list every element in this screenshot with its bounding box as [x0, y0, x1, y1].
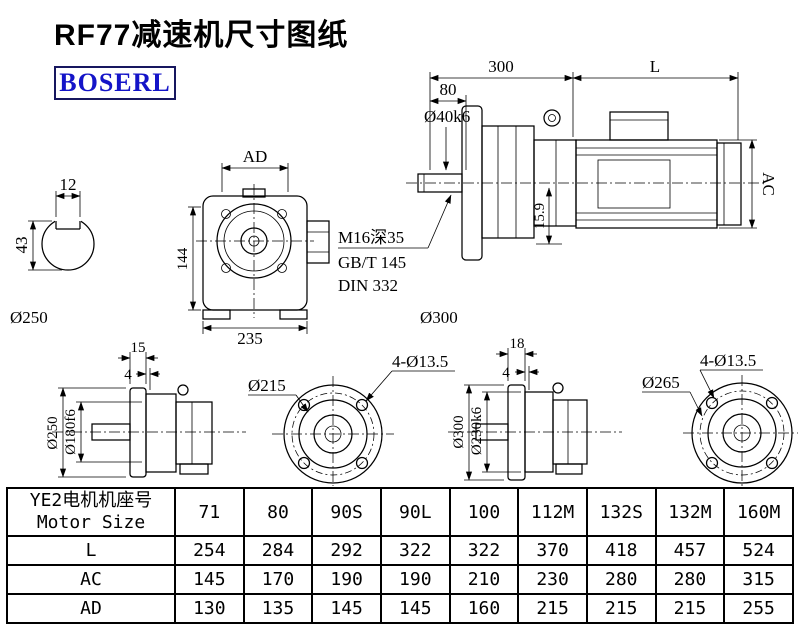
frame-col-header: 90L [379, 487, 451, 537]
cell: 145 [174, 564, 245, 595]
cell: 215 [517, 593, 588, 624]
dim-flange-od-300: Ø300 [451, 415, 467, 448]
cell: 160 [448, 593, 520, 624]
dim-144: 144 [175, 247, 191, 270]
frame-col-header: 112M [517, 487, 588, 537]
dim-flange-4: 4 [124, 367, 132, 383]
dim-holes-13-5-right: 4-Ø13.5 [700, 351, 756, 370]
cell: 215 [585, 593, 657, 624]
flange-right-side-view: 18 4 Ø300 Ø230k6 [448, 336, 622, 481]
header-en: Motor Size [36, 512, 146, 533]
table-row-AD: AD 130 135 145 145 160 215 215 215 255 [6, 593, 794, 624]
frame-col-header: 71 [174, 487, 245, 537]
cell: 322 [448, 535, 520, 566]
motor-size-header: YE2电机机座号 Motor Size [6, 487, 176, 537]
dim-keyway-width: 12 [60, 175, 77, 194]
brand-logo: BOSERL [54, 66, 176, 100]
dim-flange-15: 15 [131, 340, 146, 356]
cell: 280 [654, 564, 726, 595]
dim-235: 235 [237, 329, 263, 348]
cell: 280 [585, 564, 657, 595]
caption-left-flange: Ø250 [10, 308, 48, 327]
dim-spigot-180: Ø180f6 [63, 409, 79, 455]
cell: 230 [517, 564, 588, 595]
cell: 315 [723, 564, 794, 595]
frame-col-header: 132S [585, 487, 657, 537]
table-row-L: L 254 284 292 322 322 370 418 457 524 [6, 535, 794, 566]
frame-col-header: 160M [723, 487, 794, 537]
thread-notes: M16深35 GB/T 145 DIN 332 [338, 194, 452, 295]
cell: 130 [174, 593, 245, 624]
cell: 255 [723, 593, 794, 624]
cell: 190 [379, 564, 451, 595]
header-cn: YE2电机机座号 [29, 489, 153, 511]
technical-drawing: 12 43 AD [10, 57, 798, 486]
cell: 292 [311, 535, 382, 566]
dim-ac: AC [759, 172, 778, 196]
row-label: AC [6, 564, 176, 595]
flange-right-front-view: Ø265 4-Ø13.5 [642, 351, 798, 486]
cell: 170 [242, 564, 314, 595]
cell: 457 [654, 535, 726, 566]
flange-left-side-view: 15 4 Ø250 Ø180f6 [45, 340, 246, 478]
cell: 135 [242, 593, 314, 624]
note-gb: GB/T 145 [338, 253, 406, 272]
dim-shaft-diameter: Ø40k6 [424, 107, 470, 126]
dim-flange-18: 18 [510, 336, 525, 352]
dim-300: 300 [488, 57, 514, 76]
cell: 254 [174, 535, 245, 566]
frame-col-header: 132M [654, 487, 726, 537]
cell: 524 [723, 535, 794, 566]
dim-flange-4-right: 4 [502, 365, 510, 381]
note-din: DIN 332 [338, 276, 398, 295]
dim-ad: AD [243, 147, 268, 166]
row-label: L [6, 535, 176, 566]
caption-right-flange: Ø300 [420, 308, 458, 327]
table-header-row: YE2电机机座号 Motor Size 71 80 90S 90L 100 11… [6, 487, 794, 537]
page-title: RF77减速机尺寸图纸 [54, 19, 349, 52]
note-tap: M16深35 [338, 228, 404, 247]
cell: 215 [654, 593, 726, 624]
cell: 322 [379, 535, 451, 566]
dim-bolt-circle-265: Ø265 [642, 373, 680, 392]
dim-15-9: 15.9 [532, 203, 548, 229]
row-label: AD [6, 593, 176, 624]
cell: 370 [517, 535, 588, 566]
frame-col-header: 80 [242, 487, 314, 537]
cell: 284 [242, 535, 314, 566]
motor-size-table: YE2电机机座号 Motor Size 71 80 90S 90L 100 11… [6, 487, 794, 624]
cell: 145 [379, 593, 451, 624]
dim-spigot-230: Ø230k6 [469, 406, 485, 455]
gearbox-front-view: AD 144 235 [175, 147, 330, 348]
dim-bolt-circle-215: Ø215 [248, 376, 286, 395]
cell: 145 [311, 593, 382, 624]
frame-col-header: 90S [311, 487, 382, 537]
dim-shaft-height: 43 [12, 237, 31, 254]
shaft-section-view: 12 43 [12, 175, 95, 271]
cell: 190 [311, 564, 382, 595]
frame-col-header: 100 [448, 487, 520, 537]
cell: 210 [448, 564, 520, 595]
table-row-AC: AC 145 170 190 190 210 230 280 280 315 [6, 564, 794, 595]
dim-flange-od-250: Ø250 [45, 416, 61, 449]
dim-80: 80 [440, 80, 457, 99]
dim-L: L [650, 57, 660, 76]
dim-holes-13-5-left: 4-Ø13.5 [392, 352, 448, 371]
motor-side-view: 300 L 80 Ø40k6 AC 15.9 [406, 57, 778, 261]
flange-left-front-view: Ø215 4-Ø13.5 [248, 352, 455, 486]
cell: 418 [585, 535, 657, 566]
